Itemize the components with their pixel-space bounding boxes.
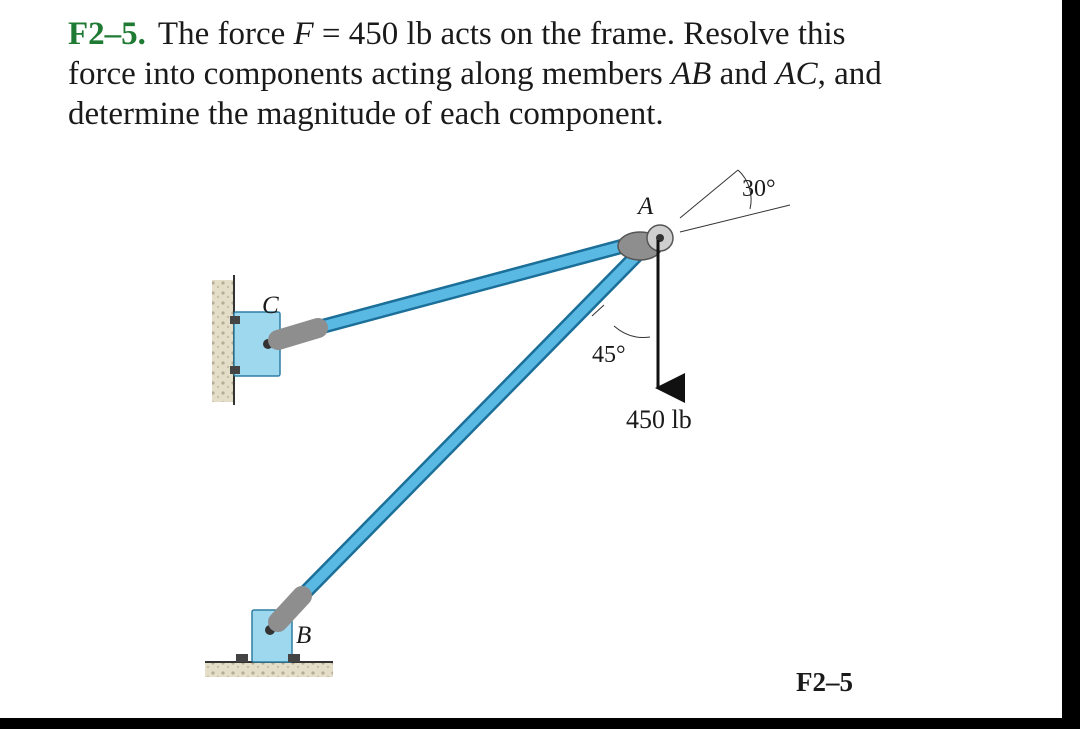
angle-dimensions — [591, 169, 791, 338]
problem-text-4: , and determine the magnitude of each co… — [68, 56, 882, 132]
frame-figure: A B C 30° 45° 450 lb F2–5 — [205, 169, 853, 697]
angle-45-label: 45° — [592, 342, 626, 368]
problem-number: F2–5. — [68, 16, 146, 52]
problem-text-1: The force — [157, 16, 286, 52]
member-ac-variable: AC — [775, 56, 818, 92]
member-ab — [268, 248, 644, 632]
member-ab-variable: AB — [671, 56, 712, 92]
force-variable: F — [293, 16, 314, 52]
problem-text-3: and — [719, 56, 768, 92]
label-b: B — [296, 622, 311, 649]
problem-text-2: = 450 lb acts on the frame. Resolve this… — [68, 16, 846, 92]
joint-a — [617, 224, 674, 261]
textbook-page: F2–5. The force F = 450 lb acts on the fr… — [0, 0, 1062, 718]
problem-statement: F2–5. The force F = 450 lb acts on the fr… — [68, 14, 918, 134]
figure-caption: F2–5 — [796, 667, 853, 697]
label-c: C — [262, 292, 279, 319]
label-a: A — [636, 193, 654, 220]
member-ac — [268, 234, 646, 350]
angle-30-label: 30° — [742, 176, 776, 202]
force-label: 450 lb — [626, 405, 692, 434]
wall-support-c — [212, 275, 281, 405]
